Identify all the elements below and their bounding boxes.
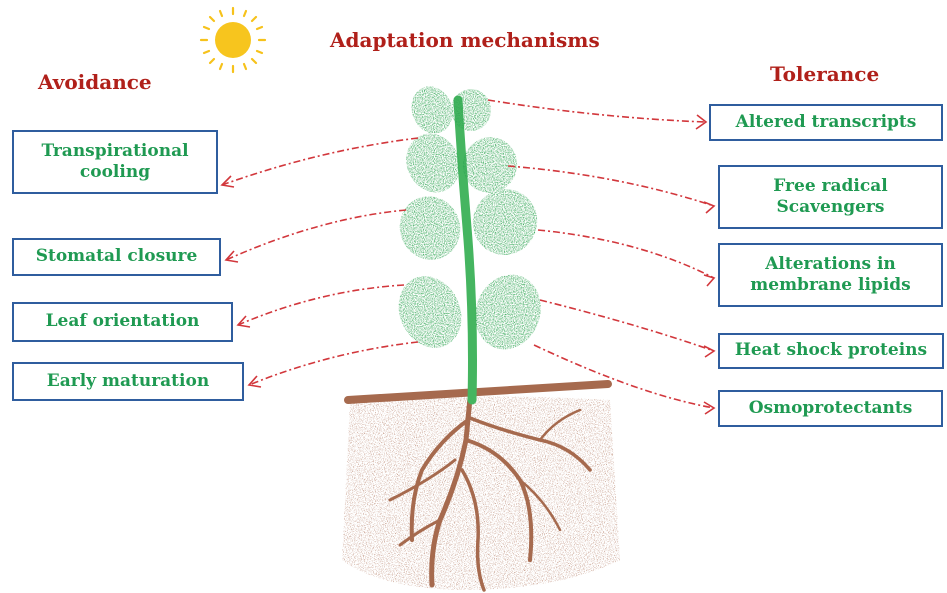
avoidance-arrows	[222, 138, 418, 387]
tolerance-box-membrane-lipids: Alterations in membrane lipids	[718, 243, 943, 307]
tolerance-box-free-radical-scavengers: Free radical Scavengers	[718, 165, 943, 229]
tolerance-heading: Tolerance	[770, 62, 879, 86]
avoidance-box-stomatal-closure: Stomatal closure	[12, 238, 221, 276]
avoidance-heading: Avoidance	[38, 70, 152, 94]
diagram-title: Adaptation mechanisms	[330, 28, 600, 52]
arrow-to-early-maturation	[249, 342, 418, 385]
arrow-to-transpirational-cooling	[222, 138, 418, 185]
sun-icon	[201, 8, 265, 72]
plant-stem	[458, 100, 473, 400]
arrow-to-leaf-orientation	[238, 285, 404, 325]
tolerance-box-heat-shock-proteins: Heat shock proteins	[718, 333, 944, 369]
arrow-to-heat-shock-proteins	[540, 300, 714, 351]
avoidance-box-leaf-orientation: Leaf orientation	[12, 302, 233, 342]
tolerance-box-osmoprotectants: Osmoprotectants	[718, 390, 943, 427]
soil-texture	[342, 396, 620, 590]
arrow-to-stomatal-closure	[226, 210, 406, 260]
arrow-to-altered-transcripts	[488, 100, 706, 122]
arrow-to-membrane-lipids	[538, 230, 714, 278]
tolerance-box-altered-transcripts: Altered transcripts	[709, 104, 943, 141]
tolerance-arrows	[488, 100, 714, 414]
avoidance-box-early-maturation: Early maturation	[12, 362, 244, 401]
avoidance-box-transpirational-cooling: Transpirational cooling	[12, 130, 218, 194]
arrow-to-free-radical-scavengers	[508, 166, 714, 206]
